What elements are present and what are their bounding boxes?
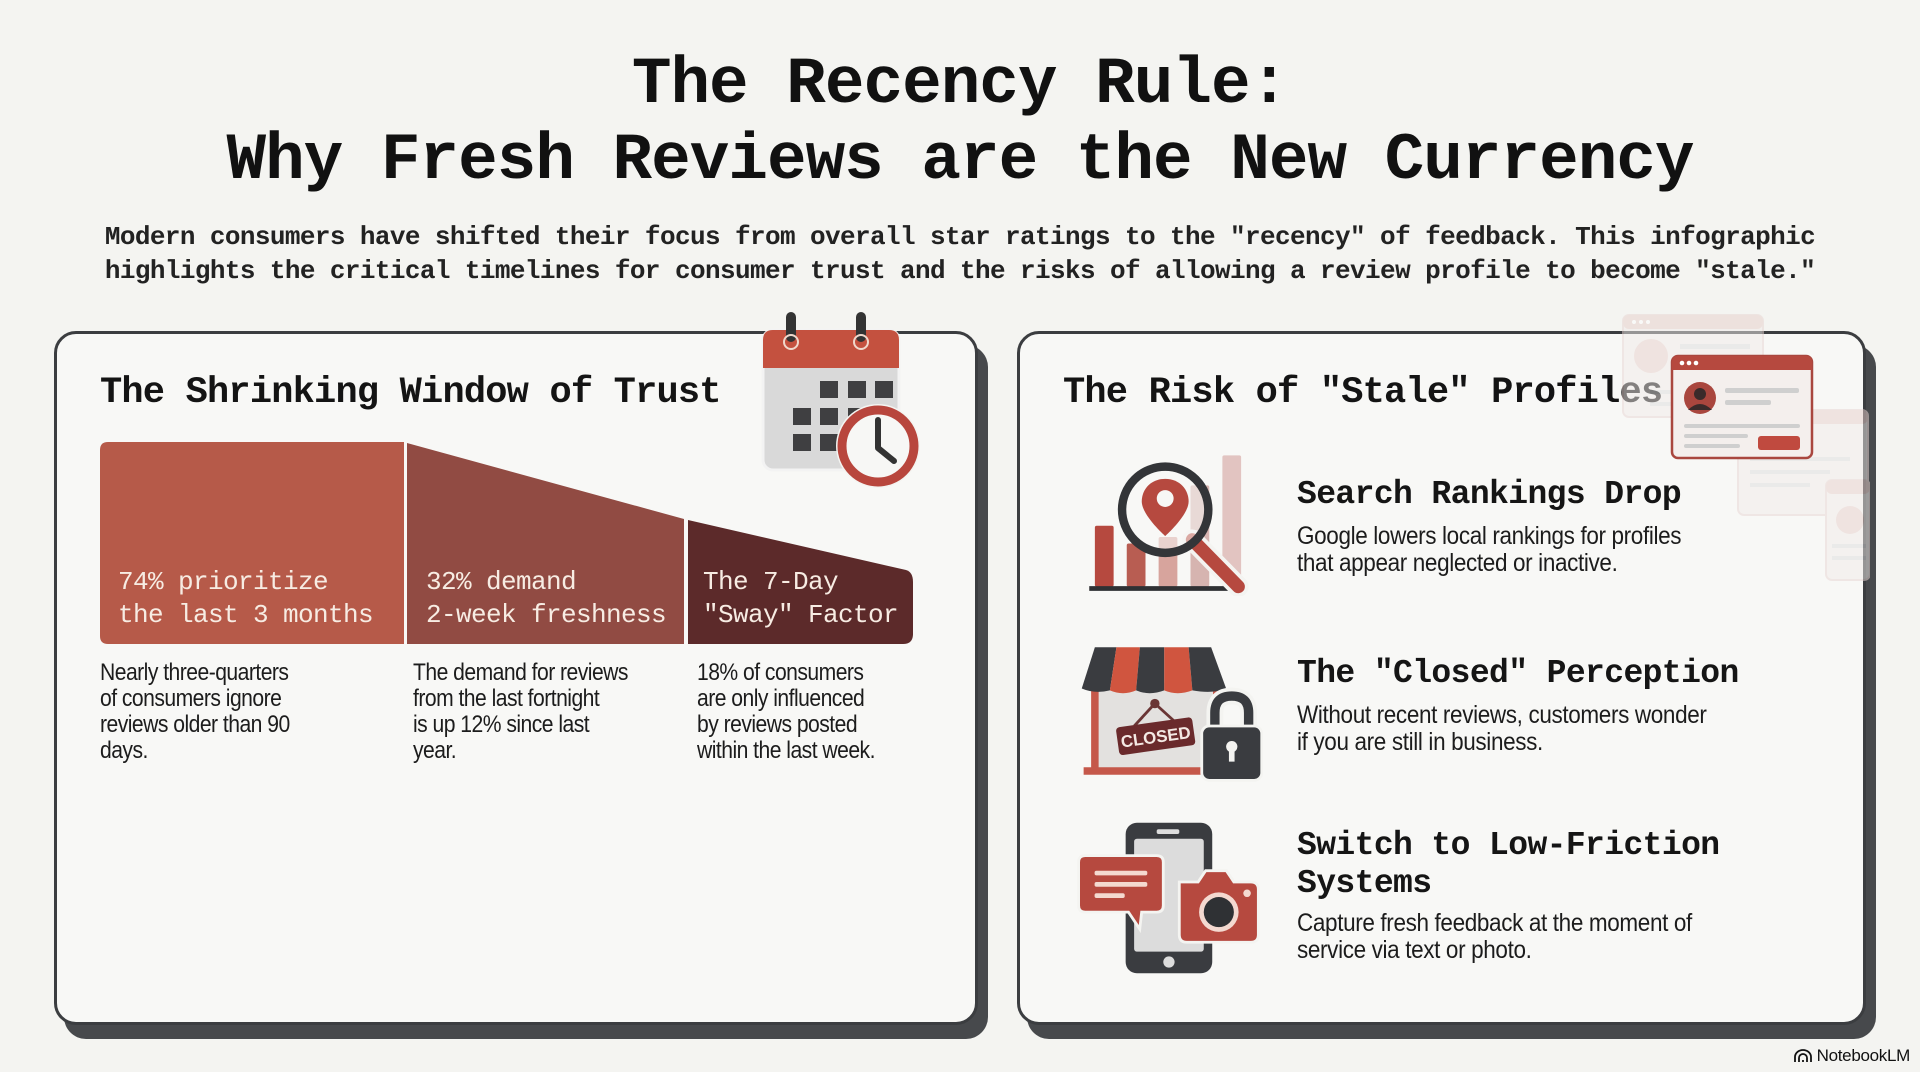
calendar-clock-icon — [758, 308, 928, 490]
segment-description-2-weeks: The demand for reviews from the last for… — [413, 659, 628, 764]
phone-feedback-icon — [1073, 818, 1263, 978]
trust-window-funnel: 74% prioritize the last 3 months 32% dem… — [100, 442, 920, 644]
watermark-label: NotebookLM — [1816, 1046, 1911, 1065]
panel-heading: The Shrinking Window of Trust — [100, 372, 722, 414]
segment-description-3-months: Nearly three-quarters of consumers ignor… — [100, 659, 290, 764]
item-title-closed-perception: The "Closed" Perception — [1297, 655, 1739, 692]
segment-label-7-day: The 7-Day "Sway" Factor — [703, 567, 899, 630]
closed-store-icon: CLOSED — [1073, 636, 1264, 786]
segment-label-3-months: 74% prioritize the last 3 months — [118, 567, 374, 630]
funnel-shapes — [100, 442, 913, 644]
segment-description-7-day: 18% of consumers are only influenced by … — [697, 659, 875, 764]
item-desc-closed-perception: Without recent reviews, customers wonder… — [1297, 701, 1707, 756]
item-title-low-friction: Switch to Low-Friction Systems — [1297, 827, 1720, 902]
notebooklm-watermark: NotebookLM — [1793, 1046, 1911, 1066]
page-subtitle: Modern consumers have shifted their focu… — [90, 220, 1830, 288]
subtitle-line2: highlights the critical timelines for co… — [104, 256, 1816, 286]
item-desc-low-friction: Capture fresh feedback at the moment of … — [1297, 909, 1692, 964]
subtitle-line1: Modern consumers have shifted their focu… — [104, 222, 1816, 252]
search-rankings-icon — [1073, 446, 1263, 597]
panel-heading: The Risk of "Stale" Profiles — [1063, 372, 1663, 414]
stacked-profile-cards-icon — [1620, 312, 1871, 582]
item-title-search-rankings: Search Rankings Drop — [1297, 476, 1682, 513]
page-title-line2: Why Fresh Reviews are the New Currency — [226, 123, 1694, 198]
segment-label-2-weeks: 32% demand 2-week freshness — [426, 567, 667, 630]
stale-profiles-panel: The Risk of "Stale" Profiles Search Rank… — [1017, 331, 1866, 1025]
notebooklm-logo-icon — [1793, 1049, 1812, 1062]
page-title-line1: The Recency Rule: — [631, 47, 1289, 122]
item-desc-search-rankings: Google lowers local rankings for profile… — [1297, 522, 1682, 577]
